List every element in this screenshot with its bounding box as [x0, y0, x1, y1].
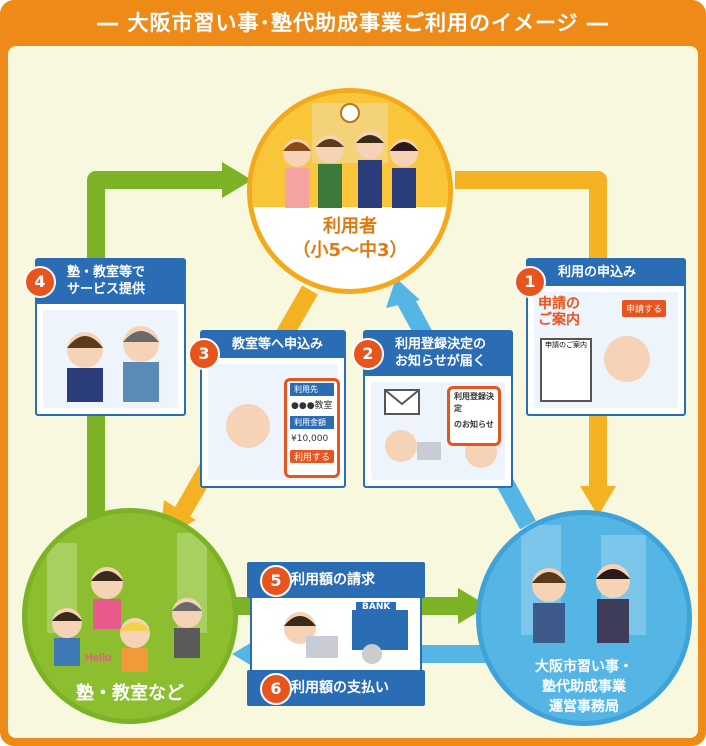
- step3-phone: 利用先 ●●●教室 利用金額 ¥10,000 利用する: [284, 378, 340, 478]
- users-label: 利用者 （小5～中3）: [252, 215, 448, 263]
- step3-header: 教室等へ申込み: [202, 332, 344, 358]
- step6-number: 6: [260, 673, 292, 705]
- step3-person: [226, 404, 270, 448]
- step2-label-line2: お知らせが届く: [395, 354, 486, 369]
- office-illustration: [521, 525, 646, 643]
- step1-apply-button: 申請する: [622, 300, 667, 317]
- schools-illustration: Hello: [47, 533, 207, 672]
- diagram-title: ― 大阪市習い事･塾代助成事業ご利用のイメージ ―: [97, 11, 609, 35]
- step4-number: 4: [24, 266, 56, 298]
- step1-number: 1: [514, 266, 546, 298]
- school-scene: [252, 93, 448, 208]
- step1-person: [604, 336, 650, 382]
- schools-label: 塾・教室など: [76, 683, 184, 704]
- step5-number: 5: [260, 565, 292, 597]
- step2-illustration: 利用登録決定 のお知らせ: [371, 382, 505, 480]
- step2-phone: 利用登録決定 のお知らせ: [447, 386, 501, 446]
- step1-box: 利用の申込み 申請の ご案内 申請する 申請のご案内: [526, 258, 686, 416]
- office-node: 大阪市習い事・ 塾代助成事業 運営事務局: [476, 510, 692, 726]
- step3-use-button: 利用する: [290, 450, 334, 463]
- green-arrowhead: [222, 162, 252, 198]
- bank-sign: BANK: [356, 602, 397, 612]
- step4-box: 塾・教室等で サービス提供: [35, 258, 186, 416]
- blue-arrowhead-diag: [386, 278, 420, 308]
- step3-number: 3: [188, 338, 220, 370]
- step2-box: 利用登録決定の お知らせが届く 利用登録決定 のお知らせ: [363, 330, 513, 488]
- schools-node: Hello 塾・教室など: [22, 508, 238, 724]
- step4-label-line2: サービス提供: [67, 282, 146, 297]
- step1-doc: 申請のご案内: [540, 338, 592, 402]
- step1-sign-line1: 申請の: [538, 296, 580, 312]
- step2-phone-title2: のお知らせ: [454, 420, 494, 429]
- step1-illustration: 申請の ご案内 申請する 申請のご案内: [534, 292, 678, 408]
- users-label-line1: 利用者: [323, 215, 377, 237]
- yellow-arrowhead-down: [580, 486, 616, 516]
- step3-field2: 利用金額: [290, 416, 334, 429]
- step2-number: 2: [352, 338, 384, 370]
- office-label-line2: 塾代助成事業: [542, 679, 626, 695]
- hello-speech: Hello: [85, 652, 112, 664]
- office-label-line1: 大阪市習い事・: [535, 659, 633, 675]
- step1-header: 利用の申込み: [528, 260, 684, 286]
- step3-box: 教室等へ申込み 利用先 ●●●教室 利用金額 ¥10,000 利用する: [200, 330, 346, 488]
- step4-label-line1: 塾・教室等で: [67, 265, 146, 280]
- step3-value1: ●●●教室: [291, 401, 333, 411]
- users-node: 利用者 （小5～中3）: [247, 88, 453, 294]
- step2-label-line1: 利用登録決定の: [395, 337, 487, 352]
- step3-illustration: 利用先 ●●●教室 利用金額 ¥10,000 利用する: [208, 364, 340, 480]
- users-label-line2: （小5～中3）: [292, 239, 408, 261]
- office-label-line3: 運営事務局: [549, 699, 619, 715]
- green-arrowhead-right: [458, 588, 488, 624]
- step3-value2: ¥10,000: [291, 434, 329, 444]
- step4-header: 塾・教室等で サービス提供: [37, 260, 184, 304]
- step2-phone-title1: 利用登録決定: [454, 392, 494, 413]
- step5-6-illustration: BANK: [250, 598, 422, 670]
- step1-sign-line2: ご案内: [538, 312, 580, 328]
- step2-header: 利用登録決定の お知らせが届く: [365, 332, 511, 376]
- step3-field1: 利用先: [290, 383, 334, 396]
- office-label: 大阪市習い事・ 塾代助成事業 運営事務局: [481, 657, 687, 717]
- step1-sign: 申請の ご案内: [538, 296, 580, 328]
- step4-illustration: [43, 310, 178, 408]
- students-illustration: [283, 103, 418, 208]
